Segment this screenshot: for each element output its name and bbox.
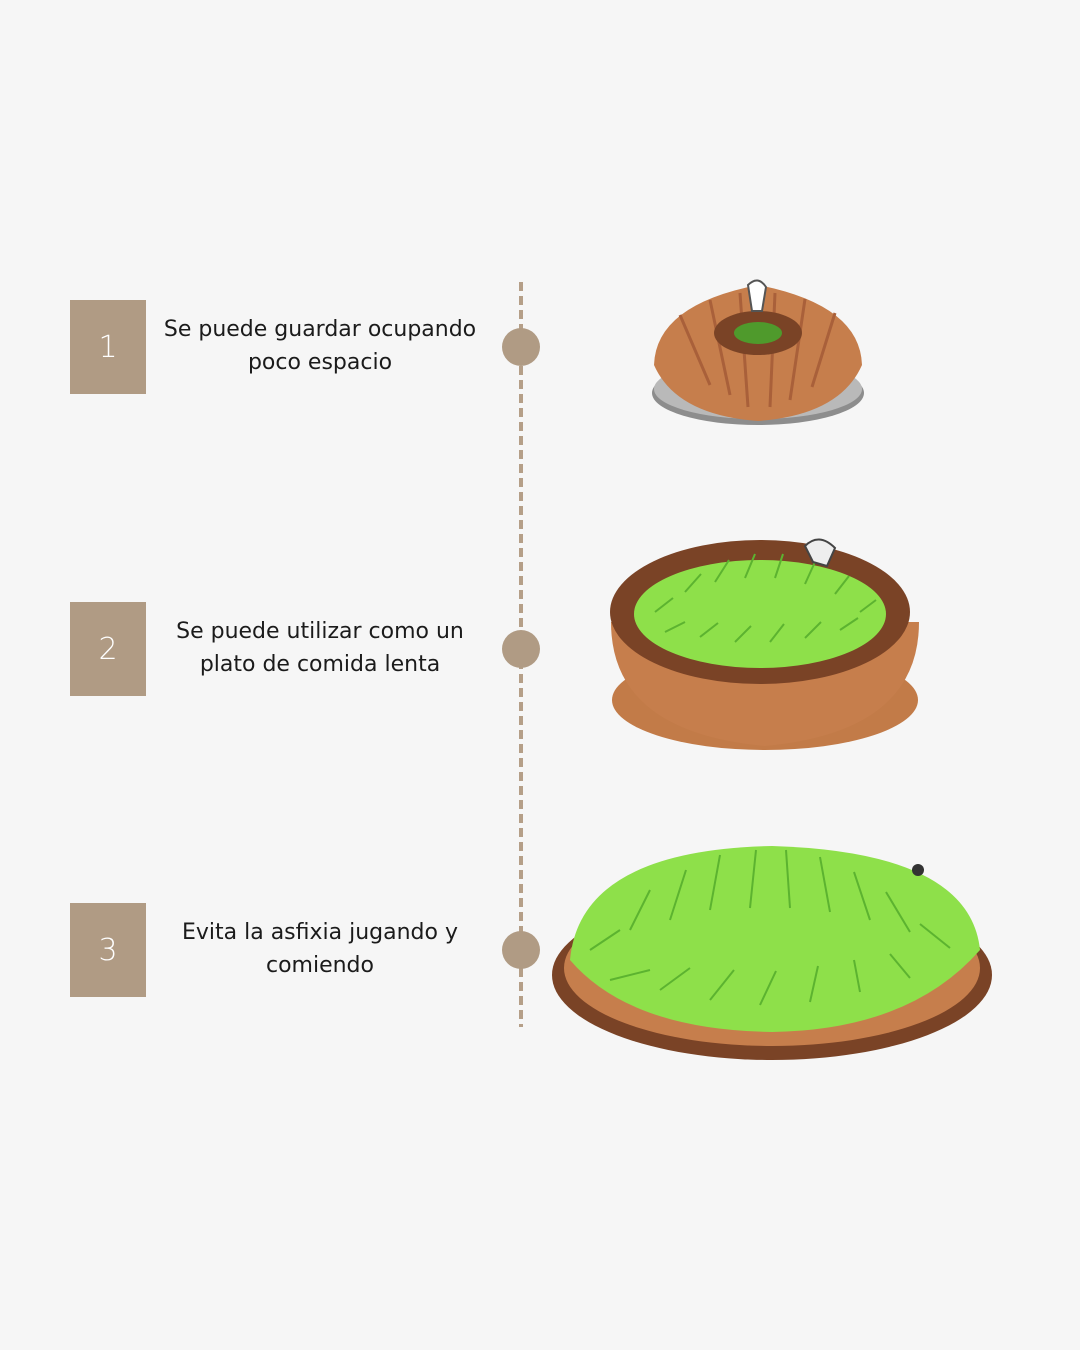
timeline-dot [502, 630, 540, 668]
step-number-badge: 2 [70, 602, 146, 696]
step-description: Evita la asfixia jugando y comiendo [181, 920, 458, 978]
snuffle-mat-open-icon [552, 846, 992, 1060]
step-number-badge: 3 [70, 903, 146, 997]
timeline-dot [502, 328, 540, 366]
step-number: 3 [98, 932, 118, 968]
snuffle-mat-closed-icon [652, 279, 864, 425]
step-1: 1 Se puede guardar ocupando poco espacio [0, 300, 1080, 400]
step-description: Se puede utilizar como un plato de comid… [176, 619, 464, 677]
step-number: 2 [98, 631, 118, 667]
timeline-dot [502, 931, 540, 969]
snuffle-mat-bowl-icon [610, 538, 919, 750]
step-2: 2 Se puede utilizar como un plato de com… [0, 602, 1080, 702]
step-description: Se puede guardar ocupando poco espacio [163, 317, 477, 375]
step-number-badge: 1 [70, 300, 146, 394]
step-3: 3 Evita la asfixia jugando y comiendo [0, 903, 1080, 1003]
step-number: 1 [98, 329, 118, 365]
